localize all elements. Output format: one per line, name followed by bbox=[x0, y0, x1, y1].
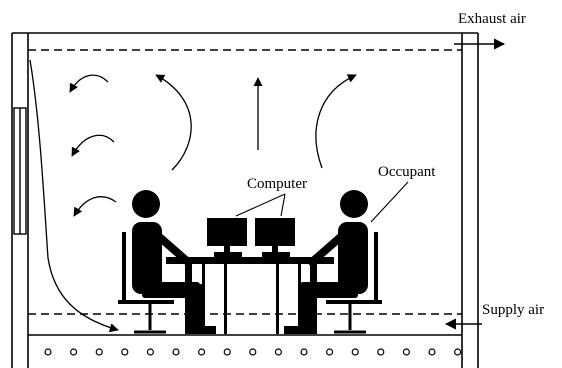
occupant-leader-line bbox=[370, 181, 409, 223]
window-panel bbox=[13, 107, 27, 235]
diffuser-hole bbox=[44, 348, 52, 356]
exhaust-air-label: Exhaust air bbox=[458, 11, 526, 27]
diffuser-hole bbox=[146, 348, 154, 356]
diffuser-hole bbox=[198, 348, 206, 356]
diffuser-hole bbox=[377, 348, 385, 356]
room-walls bbox=[11, 32, 479, 368]
diffuser-hole bbox=[351, 348, 359, 356]
diffuser-hole bbox=[249, 348, 257, 356]
computer-label: Computer bbox=[247, 176, 307, 192]
diffuser-hole bbox=[454, 348, 462, 356]
supply-air-label: Supply air bbox=[482, 302, 544, 318]
downdraft-streamline bbox=[29, 59, 119, 333]
diffuser-hole bbox=[69, 348, 78, 356]
computer-leader-lines bbox=[235, 193, 286, 217]
diffuser-hole bbox=[274, 348, 282, 356]
diffuser-hole bbox=[326, 348, 334, 356]
diffuser-hole bbox=[300, 348, 308, 356]
computer-right bbox=[255, 218, 295, 257]
swirl-arrow-3 bbox=[73, 196, 117, 217]
occupant-label: Occupant bbox=[378, 164, 436, 180]
floor-diffuser-holes bbox=[44, 348, 462, 356]
computer-left bbox=[207, 218, 247, 257]
airflow-streamlines bbox=[29, 59, 357, 333]
occupant-right bbox=[284, 190, 382, 334]
diffuser-hole bbox=[95, 348, 103, 356]
swirl-arrow-1 bbox=[69, 74, 109, 93]
diffuser-hole bbox=[428, 348, 436, 356]
diffuser-hole bbox=[172, 348, 180, 356]
diffuser-hole bbox=[402, 348, 410, 356]
occupant-left bbox=[118, 190, 216, 334]
diffuser-hole bbox=[121, 348, 129, 356]
rising-plume-right bbox=[315, 74, 357, 169]
swirl-arrow-2 bbox=[71, 134, 115, 157]
diffuser-hole bbox=[223, 348, 231, 356]
rising-plume-left bbox=[155, 74, 192, 171]
